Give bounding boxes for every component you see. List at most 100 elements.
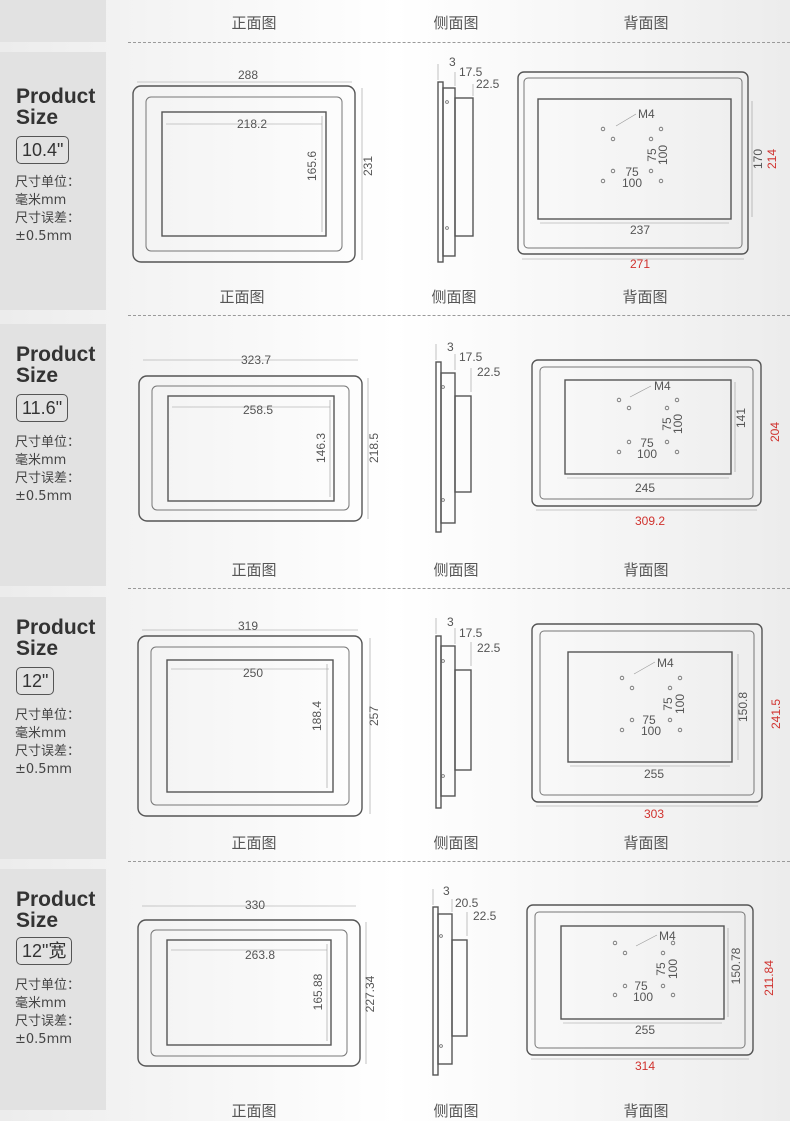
tolerance-label: 尺寸误差： <box>15 471 81 486</box>
front-screen-height: 165.88 <box>311 973 325 1010</box>
tolerance-value: ±0.5mm <box>15 229 72 244</box>
vesa-spacing-small-vertical: 75 <box>661 697 675 711</box>
drawing-panel-2: 319 250 188.4 257 3 17.5 22.5 M4 75 100 … <box>137 615 783 821</box>
side-depth-2: 17.5 <box>459 350 483 364</box>
side-depth-1: 3 <box>449 55 456 69</box>
vesa-spacing-small: 75 <box>640 436 654 450</box>
front-screen-height: 146.3 <box>314 433 328 463</box>
back-inner-width: 255 <box>635 1023 655 1037</box>
side-view-drawing: 3 20.5 22.5 <box>432 884 497 1076</box>
tolerance-label: 尺寸误差： <box>15 211 81 226</box>
side-depth-1: 3 <box>447 615 454 629</box>
vesa-thread-label: M4 <box>654 379 671 393</box>
back-view-drawing: M4 75 100 75 100 255 314 150.78 211.84 <box>526 904 776 1073</box>
front-screen-width: 258.5 <box>243 403 273 417</box>
vesa-spacing-small-vertical: 75 <box>645 148 659 162</box>
side-view-drawing: 3 17.5 22.5 <box>435 340 501 533</box>
side-depth-1: 3 <box>447 340 454 354</box>
front-outer-height: 218.5 <box>367 433 381 463</box>
front-outer-height: 231 <box>361 156 375 176</box>
side-depth-3: 22.5 <box>477 365 501 379</box>
side-depth-2: 17.5 <box>459 65 483 79</box>
side-depth-2: 17.5 <box>459 626 483 640</box>
vesa-thread-label: M4 <box>657 656 674 670</box>
unit-label: 尺寸单位： <box>15 978 81 993</box>
tolerance-value: ±0.5mm <box>15 489 72 504</box>
label-front-view-4: 正面图 <box>231 1102 277 1120</box>
back-view-drawing: M4 75 100 75 100 255 303 150.8 241.5 <box>531 623 783 821</box>
front-outer-width: 288 <box>238 68 258 82</box>
front-outer-height: 257 <box>367 706 381 726</box>
size-badge: 12"宽 <box>16 937 73 965</box>
label-side-view-4: 侧面图 <box>433 1102 479 1120</box>
vesa-spacing-large: 100 <box>641 724 661 738</box>
side-view-drawing: 3 17.5 22.5 <box>435 615 501 809</box>
label-back-view-0: 背面图 <box>623 14 669 32</box>
unit-value: 毫米mm <box>15 996 67 1011</box>
label-back-view-1: 背面图 <box>622 288 668 306</box>
unit-label: 尺寸单位： <box>15 435 81 450</box>
vesa-thread-label: M4 <box>638 107 655 121</box>
vesa-spacing-large: 100 <box>622 176 642 190</box>
unit-value: 毫米mm <box>15 453 67 468</box>
back-outer-width: 309.2 <box>635 514 665 528</box>
size-badge: 11.6" <box>16 394 69 422</box>
size-badge: 10.4" <box>16 136 70 164</box>
back-outer-width: 303 <box>644 807 664 821</box>
tolerance-label: 尺寸误差： <box>15 744 81 759</box>
drawing-panel-0: 288 218.2 165.6 231 3 17.5 22.5 M4 75 10… <box>132 55 779 271</box>
label-back-view-2: 背面图 <box>623 561 669 579</box>
front-outer-width: 330 <box>245 898 265 912</box>
tolerance-label: 尺寸误差： <box>15 1014 81 1029</box>
drawing-panel-1: 323.7 258.5 146.3 218.5 3 17.5 22.5 M4 7… <box>138 340 782 533</box>
front-screen-height: 165.6 <box>305 151 319 181</box>
side-depth-1: 3 <box>443 884 450 898</box>
side-view-drawing: 3 17.5 22.5 <box>437 55 500 263</box>
product-size-title: Product Size <box>16 888 96 932</box>
front-view-drawing: 319 250 188.4 257 <box>137 619 381 817</box>
tolerance-value: ±0.5mm <box>15 1032 72 1047</box>
drawing-panel-3: 330 263.8 165.88 227.34 3 20.5 22.5 M4 7… <box>137 884 776 1076</box>
front-view-drawing: 288 218.2 165.6 231 <box>132 68 375 263</box>
back-outer-height: 241.5 <box>769 699 783 729</box>
unit-value: 毫米mm <box>15 726 67 741</box>
label-side-view-2: 侧面图 <box>433 561 479 579</box>
back-outer-width: 314 <box>635 1059 655 1073</box>
unit-info: 尺寸单位： 毫米mm 尺寸误差： ±0.5mm <box>15 174 80 246</box>
side-depth-3: 22.5 <box>477 641 501 655</box>
unit-value: 毫米mm <box>15 193 67 208</box>
back-inner-height: 170 <box>751 149 765 169</box>
side-panel-3: Product Size 12"宽 尺寸单位： 毫米mm 尺寸误差： ±0.5m… <box>0 869 106 1110</box>
divider <box>128 861 790 862</box>
back-outer-height: 214 <box>765 149 779 169</box>
product-size-title: Product Size <box>16 616 96 660</box>
vesa-spacing-small: 75 <box>625 165 639 179</box>
label-side-view-1: 侧面图 <box>431 288 477 306</box>
product-size-title: Product Size <box>16 343 96 387</box>
back-outer-height: 211.84 <box>762 960 776 996</box>
side-panel-1: Product Size 11.6" 尺寸单位： 毫米mm 尺寸误差： ±0.5… <box>0 324 106 586</box>
vesa-spacing-small-vertical: 75 <box>654 962 668 976</box>
back-view-drawing: M4 75 100 75 100 237 271 170 214 <box>517 71 779 271</box>
label-front-view-3: 正面图 <box>231 834 277 852</box>
unit-label: 尺寸单位： <box>15 708 81 723</box>
front-outer-width: 323.7 <box>241 353 271 367</box>
vesa-spacing-small: 75 <box>642 713 656 727</box>
unit-info: 尺寸单位： 毫米mm 尺寸误差： ±0.5mm <box>15 707 80 779</box>
label-front-view-2: 正面图 <box>231 561 277 579</box>
size-badge: 12" <box>16 667 55 695</box>
back-inner-height: 141 <box>734 408 748 428</box>
vesa-thread-label: M4 <box>659 929 676 943</box>
back-inner-height: 150.78 <box>729 947 743 984</box>
label-back-view-3: 背面图 <box>623 834 669 852</box>
front-view-drawing: 323.7 258.5 146.3 218.5 <box>138 353 381 522</box>
vesa-spacing-small: 75 <box>634 979 648 993</box>
label-side-view-0: 侧面图 <box>433 14 479 32</box>
side-panel-top <box>0 0 106 42</box>
back-outer-height: 204 <box>768 422 782 442</box>
side-depth-3: 22.5 <box>473 909 497 923</box>
label-front-view-0: 正面图 <box>231 14 277 32</box>
back-inner-height: 150.8 <box>736 692 750 722</box>
back-inner-width: 255 <box>644 767 664 781</box>
front-outer-height: 227.34 <box>363 975 377 1012</box>
